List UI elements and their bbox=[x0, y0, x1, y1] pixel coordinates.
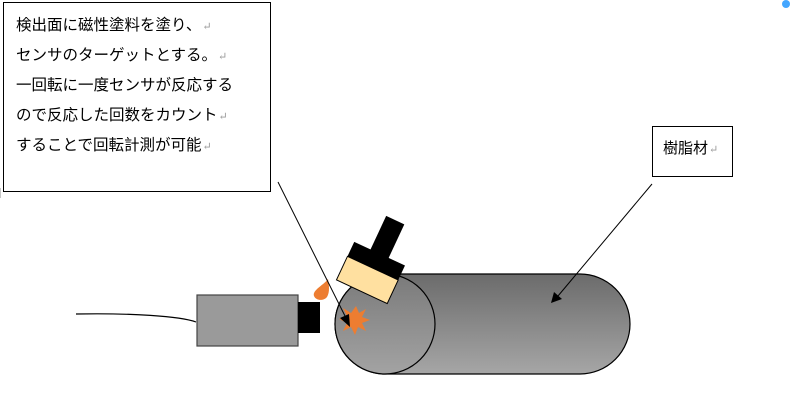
paint-splash-icon bbox=[339, 306, 370, 335]
material-label-text: 樹脂材 bbox=[663, 139, 709, 157]
brush-bristles bbox=[335, 255, 399, 305]
sensor-head bbox=[298, 302, 320, 333]
callout-arrowhead bbox=[340, 314, 350, 327]
paint-brush-icon bbox=[335, 215, 405, 305]
return-mark-icon: ↵ bbox=[218, 110, 228, 123]
sensor-body bbox=[196, 294, 299, 347]
explanation-callout: 検出面に磁性塗料を塗り、↵ センサのターゲットとする。↵ 一回転に一度センサが反… bbox=[3, 2, 271, 192]
selection-handle-icon[interactable] bbox=[782, 0, 790, 8]
material-arrowhead bbox=[551, 292, 562, 303]
proximity-sensor bbox=[196, 294, 320, 347]
paint-drop-icon bbox=[313, 279, 329, 300]
brush-handle bbox=[369, 215, 405, 261]
return-mark-icon: ↵ bbox=[218, 50, 228, 63]
callout-line-4: ので反応した回数をカウント↵ bbox=[16, 106, 228, 124]
callout-line-5: することで回転計測が可能↵ bbox=[16, 136, 212, 154]
sensor-cable bbox=[75, 313, 197, 323]
return-mark-icon: ↵ bbox=[709, 143, 719, 156]
callout-line-2: センサのターゲットとする。↵ bbox=[16, 46, 228, 64]
material-label: 樹脂材↵ bbox=[652, 126, 733, 177]
brush-ferrule bbox=[347, 241, 405, 281]
callout-line-1: 検出面に磁性塗料を塗り、↵ bbox=[16, 16, 212, 34]
return-mark-icon: ↵ bbox=[202, 20, 212, 33]
margin-marker bbox=[0, 188, 1, 198]
callout-line-3: 一回転に一度センサが反応する bbox=[16, 76, 234, 94]
return-mark-icon: ↵ bbox=[202, 140, 212, 153]
material-leader-line bbox=[557, 183, 653, 297]
callout-leader-line bbox=[277, 181, 347, 319]
